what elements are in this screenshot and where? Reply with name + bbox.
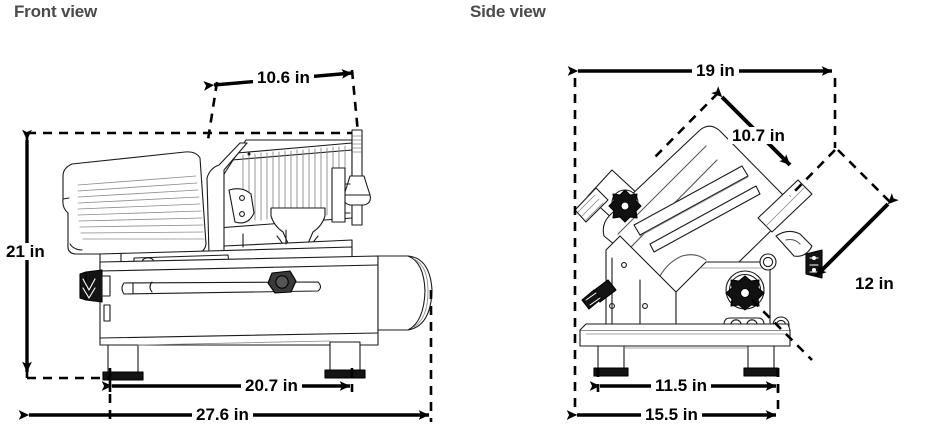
side-overall-depth-label: 19 in <box>692 62 739 79</box>
front-view-title: Front view <box>14 2 98 21</box>
side-carriage-label: 10.7 in <box>728 127 789 144</box>
side-diagonal-dimension-line <box>814 193 899 278</box>
side-view-title: Side view <box>470 2 546 21</box>
side-base-depth-label: 11.5 in <box>651 377 711 394</box>
side-view-machine-drawing <box>574 125 823 377</box>
front-base-width-label: 20.7 in <box>241 377 302 394</box>
front-blade-guard-label: 10.6 in <box>253 69 314 86</box>
front-overall-width-label: 27.6 in <box>192 406 253 423</box>
front-height-label: 21 in <box>2 243 49 260</box>
front-view-machine-drawing <box>62 129 433 381</box>
side-extension-lines <box>573 78 891 415</box>
side-star-knob-center <box>725 270 765 311</box>
side-overall-base-label: 15.5 in <box>641 406 702 423</box>
front-blade-guard-extension-lines <box>206 69 360 141</box>
side-diagonal-label: 12 in <box>851 275 898 292</box>
side-star-knob-upper <box>608 189 642 223</box>
